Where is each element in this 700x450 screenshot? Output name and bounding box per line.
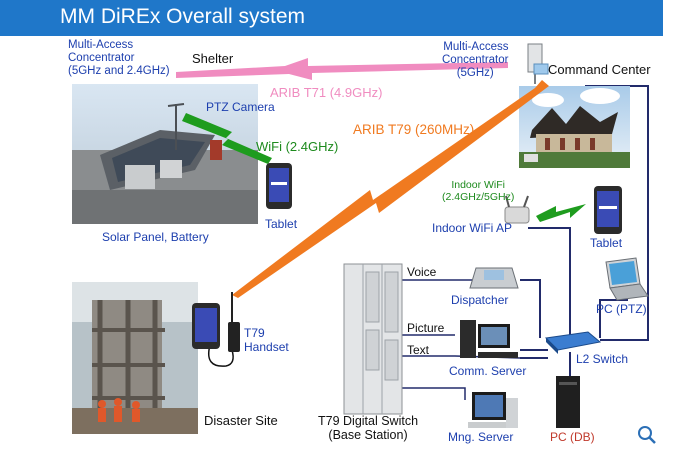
ptz-camera-label: PTZ Camera (206, 100, 275, 114)
wifi-link (182, 113, 272, 164)
l2-switch-device (544, 331, 602, 354)
picture-label: Picture (407, 321, 445, 335)
tablet-right-label: Tablet (590, 236, 623, 250)
digital-switch-line2: (Base Station) (328, 428, 408, 443)
ap-to-switch-line (528, 227, 571, 338)
t79-line1: T79 (244, 326, 265, 340)
mng-server-device (468, 392, 518, 428)
disaster-site-photo (72, 282, 198, 434)
tablet-left-device (266, 163, 292, 209)
digital-switch-label: T79 Digital Switch (Base Station) (318, 414, 418, 443)
indoor-wifi-ap-label: Indoor WiFi AP (432, 221, 513, 235)
base-station-rack (343, 263, 403, 415)
concentrator-left-line2: Concentrator (68, 52, 135, 65)
disaster-site-label: Disaster Site (204, 413, 278, 428)
wifi-label: WiFi (2.4GHz) (256, 139, 339, 154)
l2-switch-label: L2 Switch (576, 352, 629, 366)
concentrator-right-label: Multi-Access Concentrator (5GHz) (442, 41, 508, 81)
tablet-left-label: Tablet (265, 217, 298, 231)
arib-t79-link (232, 80, 549, 298)
dispatcher-label: Dispatcher (451, 293, 509, 307)
indoor-wifi-line2: (2.4GHz/5GHz) (442, 191, 515, 204)
t79-handset-label: T79 Handset (244, 326, 289, 355)
t79-handset-device (192, 292, 240, 367)
mng-line (401, 387, 466, 400)
concentrator-right-line3: (5GHz) (456, 67, 494, 80)
command-center-label: Command Center (548, 62, 651, 77)
laptop-ptz-device (605, 257, 649, 301)
concentrator-right-line2: Concentrator (442, 54, 509, 67)
t79-line2: Handset (244, 339, 289, 354)
text-label: Text (407, 343, 430, 357)
dispatcher-console-device (469, 267, 519, 289)
pc-db-device (556, 376, 580, 428)
solar-panel-label: Solar Panel, Battery (102, 230, 209, 244)
indoor-wifi-line1: Indoor WiFi (451, 179, 506, 191)
pc-ptz-label: PC (PTZ) (596, 302, 647, 316)
magnifier-icon (638, 426, 656, 444)
tablet-right-device (594, 186, 622, 234)
mng-server-label: Mng. Server (448, 430, 514, 444)
concentrator-left-line3: (5GHz and 2.4GHz) (68, 65, 170, 78)
comm-server-device (460, 320, 518, 358)
indoor-wifi-label: Indoor WiFi (2.4GHz/5GHz) (442, 179, 514, 203)
pc-db-label: PC (DB) (550, 430, 595, 444)
indoor-wifi-ap-device (504, 195, 530, 224)
shelter-photo (72, 84, 258, 224)
concentrator-left-line1: Multi-Access (68, 39, 134, 51)
digital-switch-line1: T79 Digital Switch (318, 414, 419, 428)
concentrator-right-device (527, 43, 549, 84)
shelter-label: Shelter (192, 51, 234, 66)
arib-t79-label: ARIB T79 (260MHz) (353, 122, 475, 137)
arib-t71-link (176, 58, 508, 80)
concentrator-right-line1: Multi-Access (443, 41, 509, 53)
dispatcher-line (520, 279, 541, 338)
page-title: MM DiREx Overall system (60, 5, 306, 28)
voice-label: Voice (407, 265, 437, 279)
command-center-photo (519, 86, 630, 168)
indoor-wifi-link (536, 204, 586, 222)
arib-t71-label: ARIB T71 (4.9GHz) (270, 85, 383, 100)
comm-server-label: Comm. Server (449, 364, 527, 378)
concentrator-left-label: Multi-Access Concentrator (5GHz and 2.4G… (68, 39, 170, 79)
title-bar: MM DiREx Overall system (0, 0, 663, 36)
